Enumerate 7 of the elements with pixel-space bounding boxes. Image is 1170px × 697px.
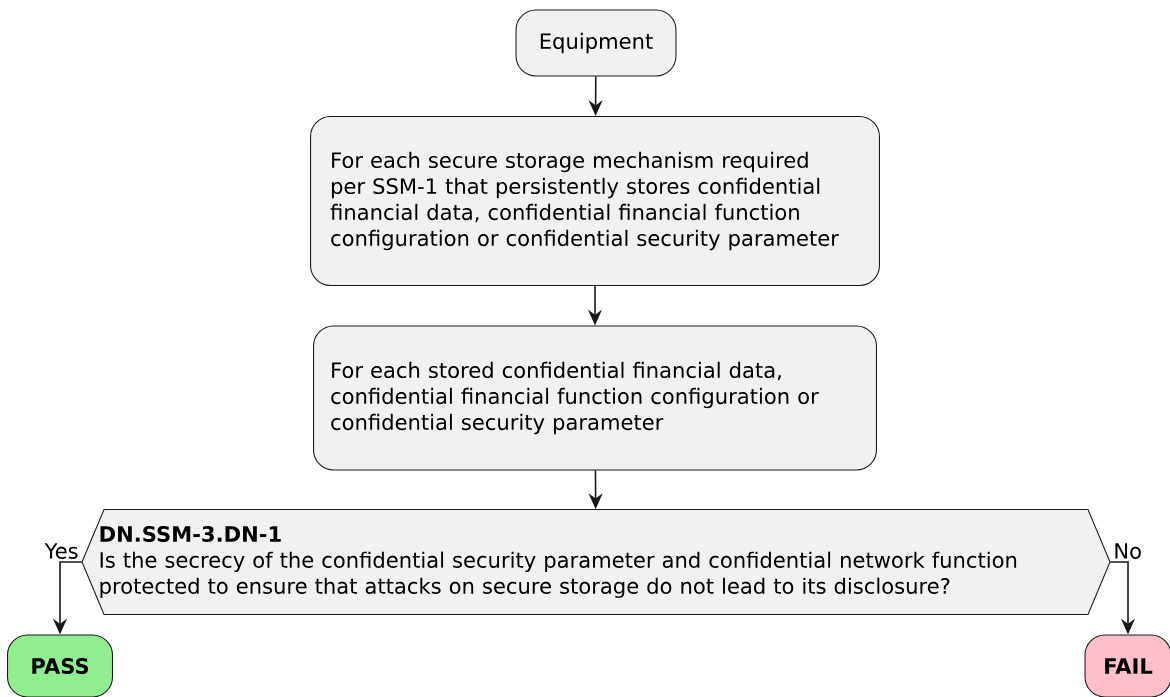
process-box: PASS bbox=[7, 634, 114, 697]
edge-label: No bbox=[1111, 541, 1144, 561]
process-box: FAIL bbox=[1084, 634, 1170, 697]
process-box: Equipment bbox=[515, 9, 677, 77]
edge-label: Yes bbox=[42, 541, 81, 561]
process-box: For each secure storage mechanism required per SSM-1 that persistently stores confidential financial data, confidential financial function configuration or confidential security parameter bbox=[310, 116, 880, 286]
process-box: For each stored confidential financial data, confidential financial function configuration or confidential security parameter bbox=[313, 325, 877, 471]
